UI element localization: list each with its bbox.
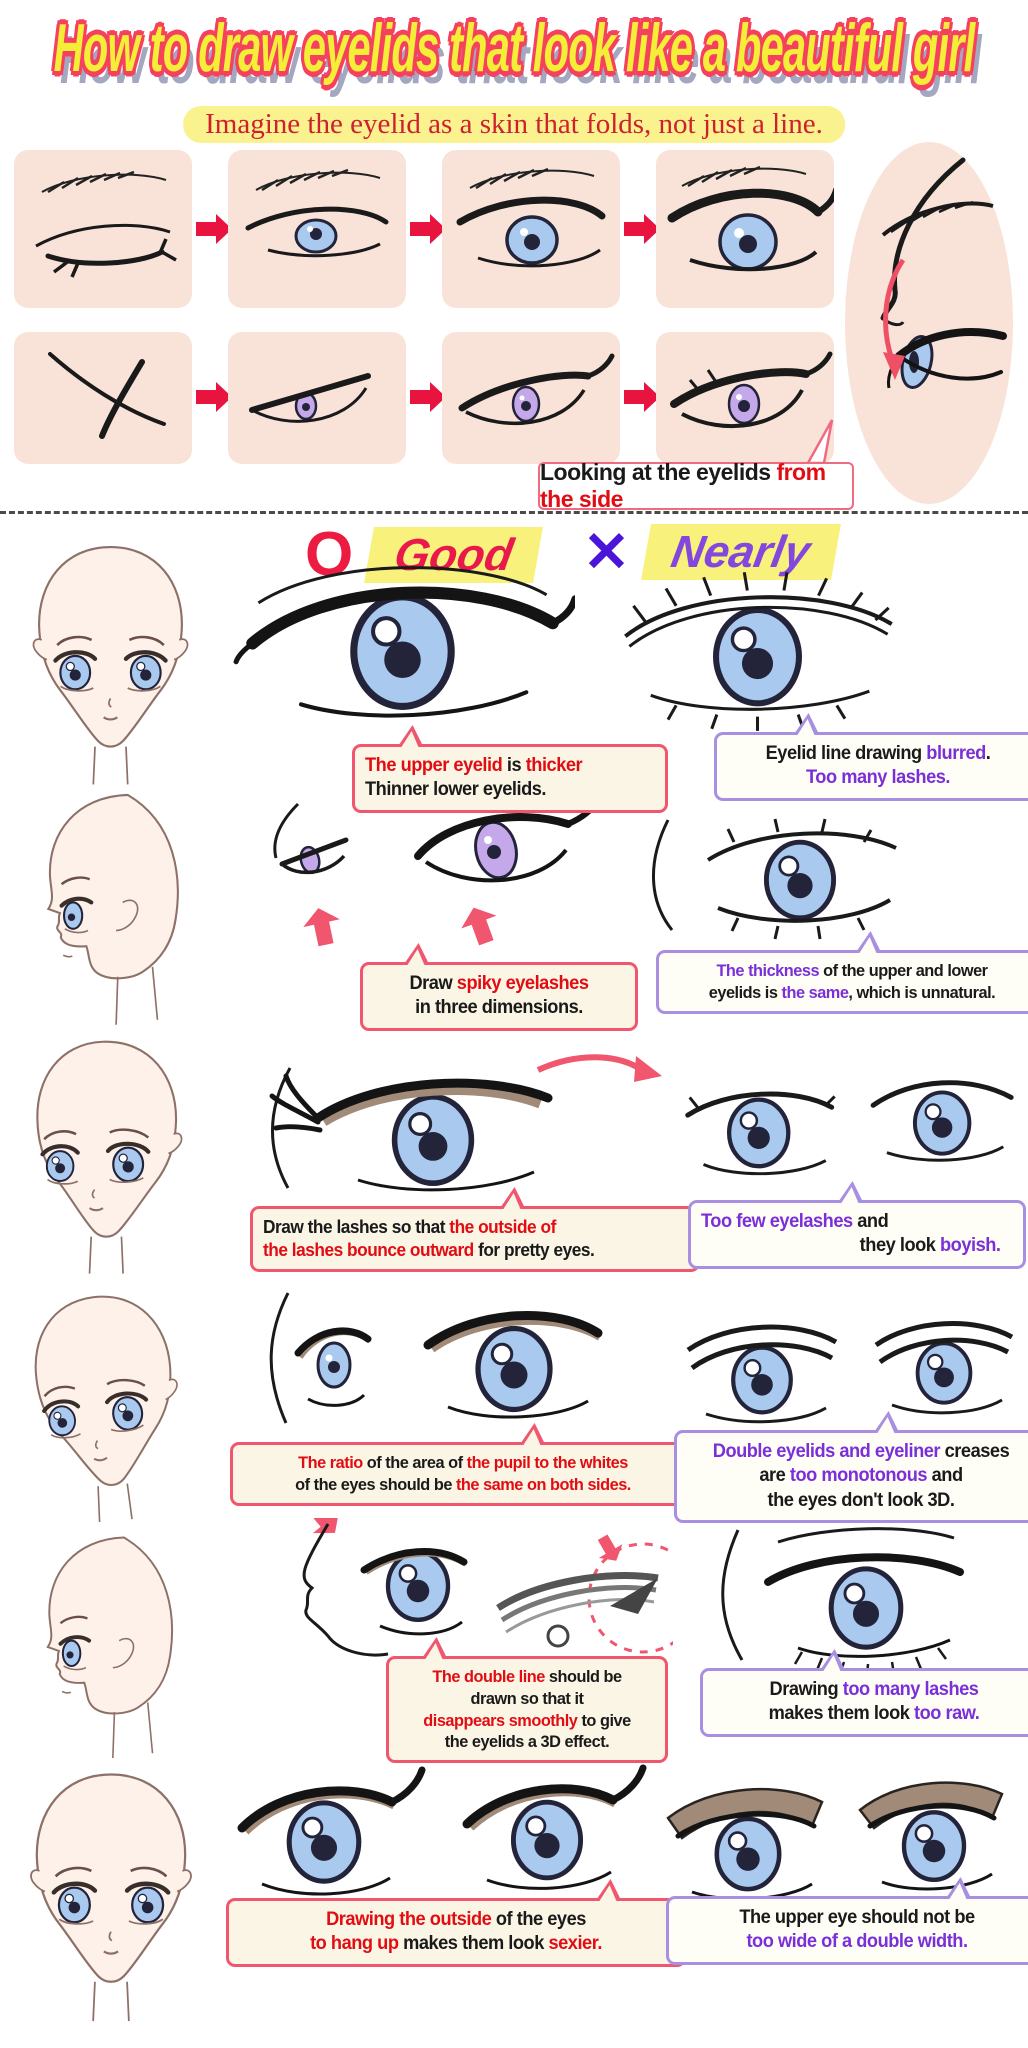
cross-mark-icon: ✕ <box>583 520 630 583</box>
step-panel-4 <box>656 150 834 308</box>
good-eye-illustration-2 <box>248 792 618 960</box>
callout-tail <box>499 1187 533 1209</box>
callout-tail <box>873 1411 907 1433</box>
step-panel-3 <box>442 150 620 308</box>
head-illustration-front-1 <box>8 535 213 793</box>
good-eye-illustration-3 <box>238 1038 668 1208</box>
callout-tail <box>837 1181 871 1203</box>
side-step-panel-2 <box>228 332 406 464</box>
side-eye-sketch-1 <box>48 352 166 439</box>
side-eye-sketch-2 <box>249 373 371 423</box>
callout-tail <box>519 1423 553 1445</box>
nearly-eye-illustration-3 <box>668 1048 1023 1206</box>
head-illustration-profile-1 <box>12 785 207 1033</box>
nearly-eye-illustration-1 <box>605 565 910 733</box>
callout-tail <box>595 1879 629 1901</box>
step-panel-1 <box>14 150 192 308</box>
side-eye-sketch-4 <box>670 351 833 429</box>
side-step-panel-4 <box>656 332 834 464</box>
label-tail <box>806 419 834 464</box>
good-eye-illustration-5 <box>268 1518 673 1683</box>
head-illustration-front-2 <box>6 1762 216 2030</box>
right-arrow-icon <box>624 382 660 412</box>
right-arrow-icon <box>624 214 660 244</box>
callout-tail <box>855 931 889 953</box>
callout-tail <box>397 725 431 747</box>
open-eye-sketch <box>456 167 606 268</box>
head-illustration-threequarter-2 <box>0 1277 215 1537</box>
right-arrow-icon <box>410 382 446 412</box>
side-view-label: Looking at the eyelids from the side <box>538 459 854 512</box>
side-eye-sketch-3 <box>458 353 615 425</box>
page-title: How to draw eyelids that look like a bea… <box>53 11 976 87</box>
section-divider <box>0 511 1028 514</box>
callout-nearly-1: Eyelid line drawing blurred.Too many las… <box>714 713 1028 801</box>
step-panel-2 <box>228 150 406 308</box>
callout-tail <box>793 713 827 735</box>
side-step-panel-3 <box>442 332 620 464</box>
good-eye-illustration-4 <box>228 1283 663 1443</box>
good-eye-illustration-1 <box>230 550 575 738</box>
half-open-eye-sketch <box>245 168 389 258</box>
callout-tail <box>819 1649 853 1671</box>
callout-tail <box>403 943 437 965</box>
side-step-panel-1 <box>14 332 192 464</box>
nearly-eye-illustration-5 <box>698 1520 1023 1680</box>
callout-text: Eyelid line drawing blurred.Too many las… <box>765 743 991 789</box>
nearly-eye-illustration-2 <box>638 800 928 960</box>
page-subtitle: Imagine the eyelid as a skin that folds,… <box>183 106 845 143</box>
nearly-column-header: ✕ Nearly <box>583 520 841 583</box>
good-eye-illustration-6 <box>232 1758 657 1908</box>
closed-eye-sketch <box>35 170 177 278</box>
side-profile-illustration <box>843 140 1015 506</box>
right-arrow-icon <box>196 214 232 244</box>
callout-text: The ratio of the area of the pupil to th… <box>295 1453 631 1494</box>
callout-tail <box>421 1637 455 1659</box>
right-arrow-icon <box>410 214 446 244</box>
head-illustration-profile-2 <box>14 1528 199 1766</box>
callout-good-4: The ratio of the area of the pupil to th… <box>230 1423 696 1506</box>
right-arrow-icon <box>196 382 232 412</box>
head-illustration-threequarter-1 <box>8 1030 208 1282</box>
finished-eye-sketch <box>667 165 834 272</box>
callout-tail <box>945 1877 979 1899</box>
nearly-eye-illustration-4 <box>678 1295 1023 1445</box>
side-view-label-text: Looking at the eyelids from the side <box>540 459 826 512</box>
